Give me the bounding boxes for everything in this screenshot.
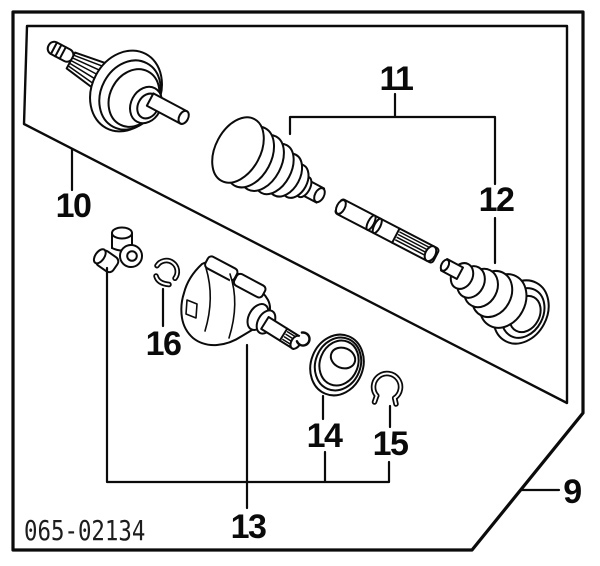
leader-lines	[70, 92, 561, 510]
inboard-boot-drawing	[439, 258, 550, 345]
catalog-number: 065-02134	[24, 514, 146, 547]
part-label-10[interactable]: 10	[55, 187, 92, 225]
axle-bar-drawing	[334, 198, 440, 264]
part-label-16[interactable]: 16	[145, 325, 182, 363]
part-label-11[interactable]: 11	[379, 60, 414, 98]
outer-border	[11, 10, 585, 552]
snap-ring-drawing	[370, 370, 404, 407]
part-label-14[interactable]: 14	[306, 417, 343, 455]
spider-clip-drawing	[153, 257, 181, 288]
part-label-9[interactable]: 9	[563, 473, 582, 511]
part-label-15[interactable]: 15	[372, 425, 409, 463]
outboard-boot-drawing	[211, 116, 326, 204]
inner-frame	[22, 24, 569, 405]
dust-cover-drawing	[309, 333, 365, 397]
tripod-spider-drawing	[92, 226, 143, 274]
part-label-12[interactable]: 12	[478, 181, 515, 219]
outboard-joint-drawing	[46, 40, 190, 133]
inboard-joint-drawing	[180, 255, 311, 351]
part-label-13[interactable]: 13	[230, 508, 267, 546]
